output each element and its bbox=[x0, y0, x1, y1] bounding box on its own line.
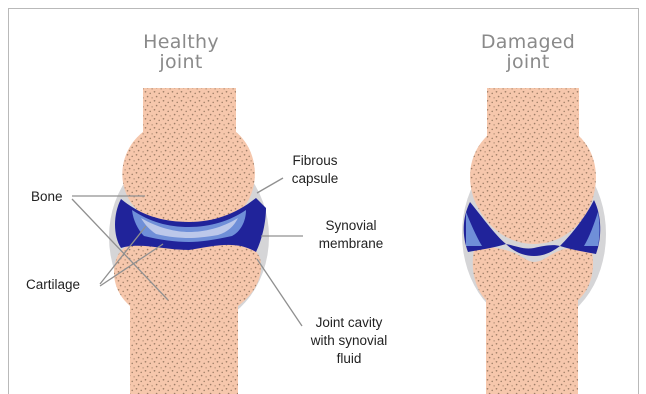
label-bone: Bone bbox=[31, 189, 63, 204]
titles: Healthy joint Damaged joint bbox=[143, 31, 575, 73]
fibrous-capsule-leader bbox=[257, 178, 283, 193]
label-fibrous-line2: capsule bbox=[292, 171, 339, 186]
label-synovial-line1: Synovial bbox=[325, 218, 376, 233]
healthy-title-line1: Healthy bbox=[143, 31, 219, 53]
healthy-lower-bone bbox=[114, 241, 261, 394]
label-cavity-line3: fluid bbox=[337, 351, 362, 366]
damaged-lower-bone bbox=[473, 247, 593, 394]
healthy-joint bbox=[109, 88, 269, 394]
damaged-joint bbox=[462, 88, 606, 394]
label-cavity-line1: Joint cavity bbox=[316, 315, 383, 330]
damaged-upper-bone bbox=[470, 88, 596, 244]
damaged-title-line2: joint bbox=[505, 51, 549, 73]
healthy-title-line2: joint bbox=[158, 51, 202, 73]
label-cartilage: Cartilage bbox=[26, 277, 80, 292]
healthy-upper-bone bbox=[122, 88, 255, 232]
joint-cavity-leader bbox=[257, 259, 302, 326]
label-cavity-line2: with synovial bbox=[310, 333, 388, 348]
damaged-title-line1: Damaged bbox=[481, 31, 575, 53]
label-fibrous-line1: Fibrous bbox=[292, 153, 337, 168]
label-synovial-line2: membrane bbox=[319, 236, 384, 251]
